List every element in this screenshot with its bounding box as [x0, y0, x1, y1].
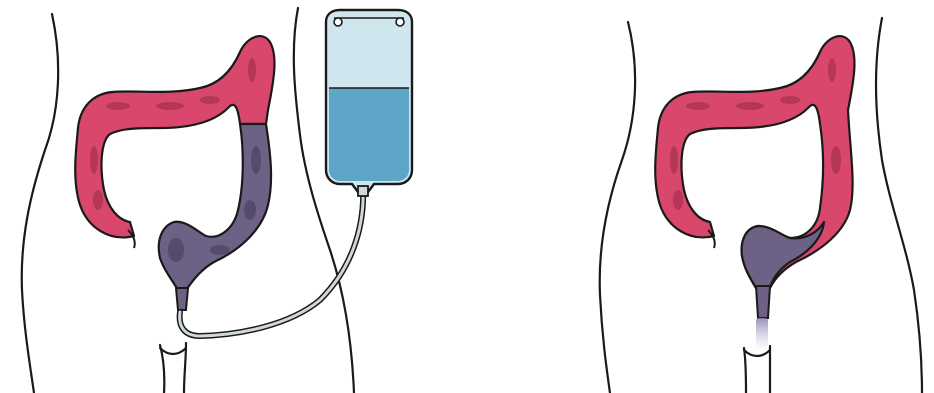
filled-colon-segment	[159, 124, 271, 310]
right-panel	[600, 18, 922, 393]
enema-bag-icon	[326, 10, 412, 196]
left-panel	[22, 8, 412, 393]
expulsion-icon	[756, 318, 768, 348]
